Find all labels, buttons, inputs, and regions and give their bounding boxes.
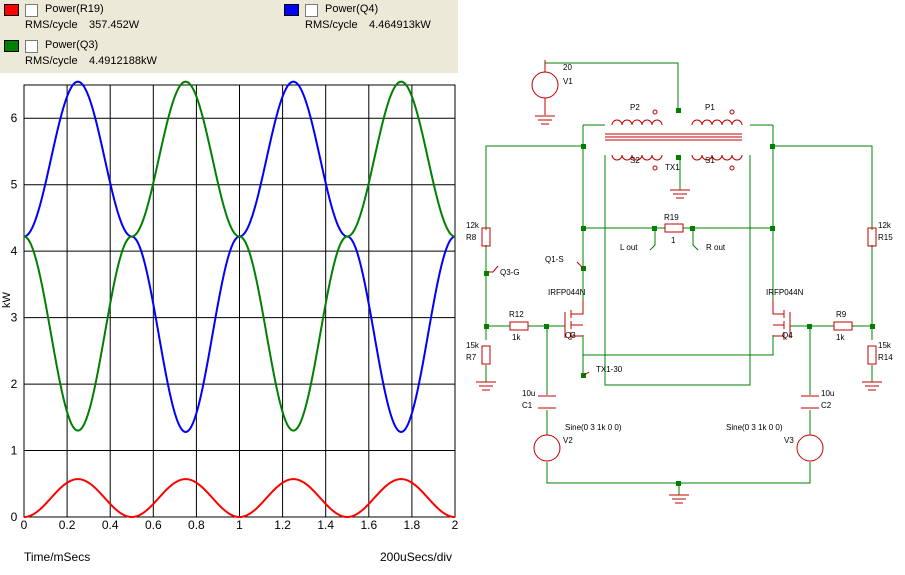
schematic-labels: 20 V1 P2 P1 S2 S1 TX1 R19 1 L out R out …	[466, 63, 893, 445]
schematic-wires	[485, 60, 873, 495]
label-l-out: L out	[620, 243, 638, 252]
y-tick-label: 3	[11, 311, 18, 325]
label-c1: C1	[522, 401, 533, 410]
legend-measure-value: 357.452W	[89, 19, 140, 31]
label-r19: R19	[664, 213, 679, 222]
y-tick-label: 0	[11, 510, 18, 524]
label-r9-value: 1k	[836, 333, 845, 342]
label-q1s: Q1-S	[545, 255, 564, 264]
label-r8: R8	[466, 233, 477, 242]
legend-color-swatch	[4, 40, 19, 52]
schematic-components	[476, 60, 882, 504]
label-v3: V3	[784, 436, 794, 445]
label-tx130: TX1-30	[596, 365, 623, 374]
legend-measure-label: RMS/cycle	[25, 55, 78, 67]
legend-visibility-checkbox[interactable]	[25, 40, 38, 53]
x-tick-label: 0.8	[188, 518, 205, 532]
legend-measure-label: RMS/cycle	[305, 19, 358, 31]
x-tick-label: 1.8	[404, 518, 421, 532]
y-tick-label: 4	[11, 244, 18, 258]
legend-visibility-checkbox[interactable]	[305, 4, 318, 17]
label-r9: R9	[836, 310, 847, 319]
label-q3: Q3	[565, 331, 576, 340]
series-line-powerr19	[23, 478, 456, 519]
legend-color-swatch	[284, 4, 299, 16]
label-r8-value: 12k	[466, 221, 480, 230]
label-q4: Q4	[782, 331, 793, 340]
power-waveform-chart[interactable]: 0 0.2 0.4 0.6 0.8 1 1.2 1.4 1.6 1.8 2 0 1 2 3 4 5 6 kW	[0, 73, 458, 553]
x-tick-label: 1	[236, 518, 243, 532]
label-v2: V2	[563, 436, 573, 445]
legend-panel: Power(R19) RMS/cycle 357.452W Power(Q4) …	[0, 0, 458, 73]
y-tick-label: 5	[11, 178, 18, 192]
label-r14: R14	[878, 353, 893, 362]
label-tx1: TX1	[665, 163, 680, 172]
label-r19-value: 1	[671, 236, 676, 245]
label-r7-value: 15k	[466, 341, 480, 350]
label-s2: S2	[630, 156, 640, 165]
y-tick-label: 6	[11, 111, 18, 125]
chart-ticks: 0 0.2 0.4 0.6 0.8 1 1.2 1.4 1.6 1.8 2 0 1 2 3 4 5 6	[11, 111, 458, 532]
legend-series-name: Power(Q4)	[325, 3, 379, 15]
series-line-powerq3	[23, 80, 456, 432]
label-c2-value: 10u	[821, 389, 834, 398]
label-q3g: Q3-G	[500, 268, 520, 277]
x-tick-label: 2	[452, 518, 458, 532]
label-r7: R7	[466, 353, 477, 362]
label-irf-left: IRFP044N	[548, 288, 586, 297]
legend-entry-q3: Power(Q3) RMS/cycle 4.4912188kW	[0, 36, 280, 73]
legend-entry-r19: Power(R19) RMS/cycle 357.452W	[0, 0, 280, 40]
label-p1: P1	[705, 103, 715, 112]
x-tick-label: 0.2	[59, 518, 76, 532]
legend-series-name: Power(R19)	[45, 3, 104, 15]
label-r15: R15	[878, 233, 893, 242]
label-irf-right: IRFP044N	[766, 288, 804, 297]
x-tick-label: 0	[21, 518, 28, 532]
label-r15-value: 12k	[878, 221, 892, 230]
chart-series	[23, 80, 456, 519]
legend-entry-q4: Power(Q4) RMS/cycle 4.464913kW	[280, 0, 458, 40]
label-r12-value: 1k	[512, 333, 521, 342]
y-axis-label: kW	[1, 291, 13, 308]
x-tick-label: 0.4	[102, 518, 119, 532]
legend-measure-value: 4.4912188kW	[89, 55, 157, 67]
y-tick-label: 1	[11, 444, 18, 458]
x-axis-label: Time/mSecs	[24, 550, 91, 564]
chart-grid	[23, 84, 456, 518]
label-r-out: R out	[706, 243, 726, 252]
x-tick-label: 1.6	[360, 518, 377, 532]
circuit-schematic[interactable]: 20 V1 P2 P1 S2 S1 TX1 R19 1 L out R out …	[458, 0, 905, 575]
legend-measure-label: RMS/cycle	[25, 19, 78, 31]
label-r14-value: 15k	[878, 341, 892, 350]
time-scale-label: 200uSecs/div	[380, 550, 453, 564]
label-s1: S1	[705, 156, 715, 165]
label-r12: R12	[509, 310, 524, 319]
x-tick-label: 1.4	[317, 518, 334, 532]
legend-color-swatch	[4, 4, 19, 16]
label-v3-sine: Sine(0 3 1k 0 0)	[726, 423, 783, 432]
legend-measure-value: 4.464913kW	[369, 19, 431, 31]
legend-series-name: Power(Q3)	[45, 39, 99, 51]
label-c1-value: 10u	[522, 389, 535, 398]
label-v1-value: 20	[563, 63, 572, 72]
label-v2-sine: Sine(0 3 1k 0 0)	[565, 423, 622, 432]
y-tick-label: 2	[11, 377, 18, 391]
label-v1: V1	[563, 77, 573, 86]
x-tick-label: 0.6	[145, 518, 162, 532]
legend-visibility-checkbox[interactable]	[25, 4, 38, 17]
label-p2: P2	[630, 103, 640, 112]
label-c2: C2	[821, 401, 832, 410]
x-tick-label: 1.2	[274, 518, 291, 532]
